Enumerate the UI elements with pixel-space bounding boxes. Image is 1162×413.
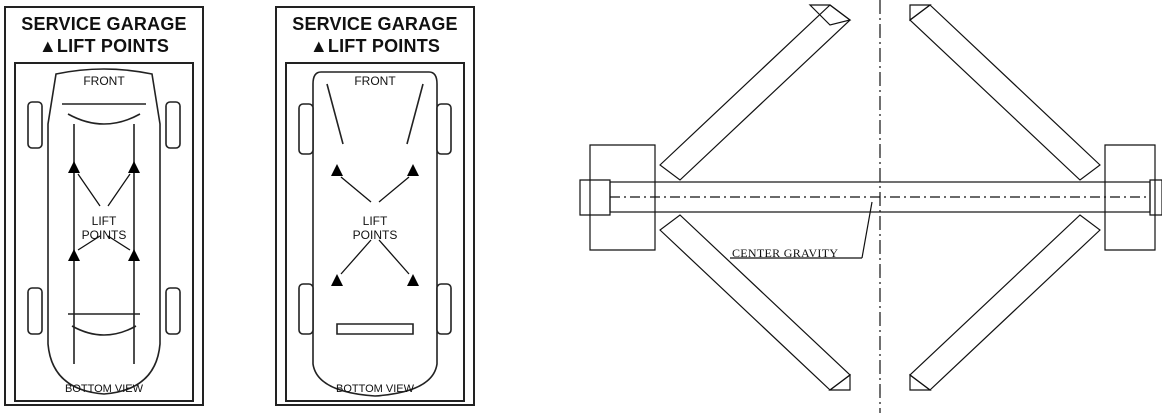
lift-points-panel-left: SERVICE GARAGE ▲LIFT POINTS xyxy=(4,6,204,406)
lift-label-line2: POINTS xyxy=(81,228,127,242)
vehicle-underside-drawing xyxy=(298,71,452,397)
panel-title-line2: ▲LIFT POINTS xyxy=(38,36,170,56)
lift-points-label: LIFT POINTS xyxy=(335,214,415,242)
lift-point-marker xyxy=(331,274,343,286)
front-label: FRONT xyxy=(83,74,125,88)
front-label: FRONT xyxy=(354,74,396,88)
right-rear-arm xyxy=(909,214,1101,391)
left-rear-arm xyxy=(659,214,851,391)
rear-right-wheel xyxy=(436,283,452,335)
rear-left-wheel xyxy=(298,283,314,335)
rear-left-wheel xyxy=(27,287,43,335)
rear-right-wheel xyxy=(165,287,181,335)
vehicle-frame-box: FRONT LIFT POINTS BOTTOM VIEW xyxy=(285,62,465,402)
front-left-wheel xyxy=(27,101,43,149)
front-left-wheel xyxy=(298,103,314,155)
lift-point-marker xyxy=(68,161,80,173)
left-front-arm xyxy=(659,4,851,181)
right-post-base xyxy=(1104,144,1156,251)
lift-point-marker xyxy=(407,164,419,176)
lift-point-marker xyxy=(128,161,140,173)
panel-title-line1: SERVICE GARAGE xyxy=(292,14,458,34)
right-front-arm xyxy=(909,4,1101,181)
two-post-lift-top-view xyxy=(579,0,1162,413)
lift-point-marker xyxy=(407,274,419,286)
vehicle-frame-box: FRONT LIFT POINTS BOTTOM VIEW xyxy=(14,62,194,402)
center-gravity-label: CENTER GRAVITY xyxy=(732,246,839,260)
lift-point-marker xyxy=(128,249,140,261)
vehicle-underside-drawing xyxy=(27,68,181,395)
lift-points-label: LIFT POINTS xyxy=(64,214,144,242)
panel-title-line2: ▲LIFT POINTS xyxy=(309,36,441,56)
bottom-view-label: BOTTOM VIEW xyxy=(64,383,144,395)
front-right-wheel xyxy=(436,103,452,155)
bottom-view-label: BOTTOM VIEW xyxy=(335,383,415,395)
lift-point-marker xyxy=(68,249,80,261)
lift-label-line2: POINTS xyxy=(352,228,398,242)
lift-point-marker xyxy=(331,164,343,176)
center-gravity-leader xyxy=(861,201,873,259)
front-right-wheel xyxy=(165,101,181,149)
panel-title-line1: SERVICE GARAGE xyxy=(21,14,187,34)
lift-label-line1: LIFT xyxy=(362,214,388,228)
lift-points-panel-right: SERVICE GARAGE ▲LIFT POINTS xyxy=(275,6,475,406)
lift-label-line1: LIFT xyxy=(91,214,117,228)
